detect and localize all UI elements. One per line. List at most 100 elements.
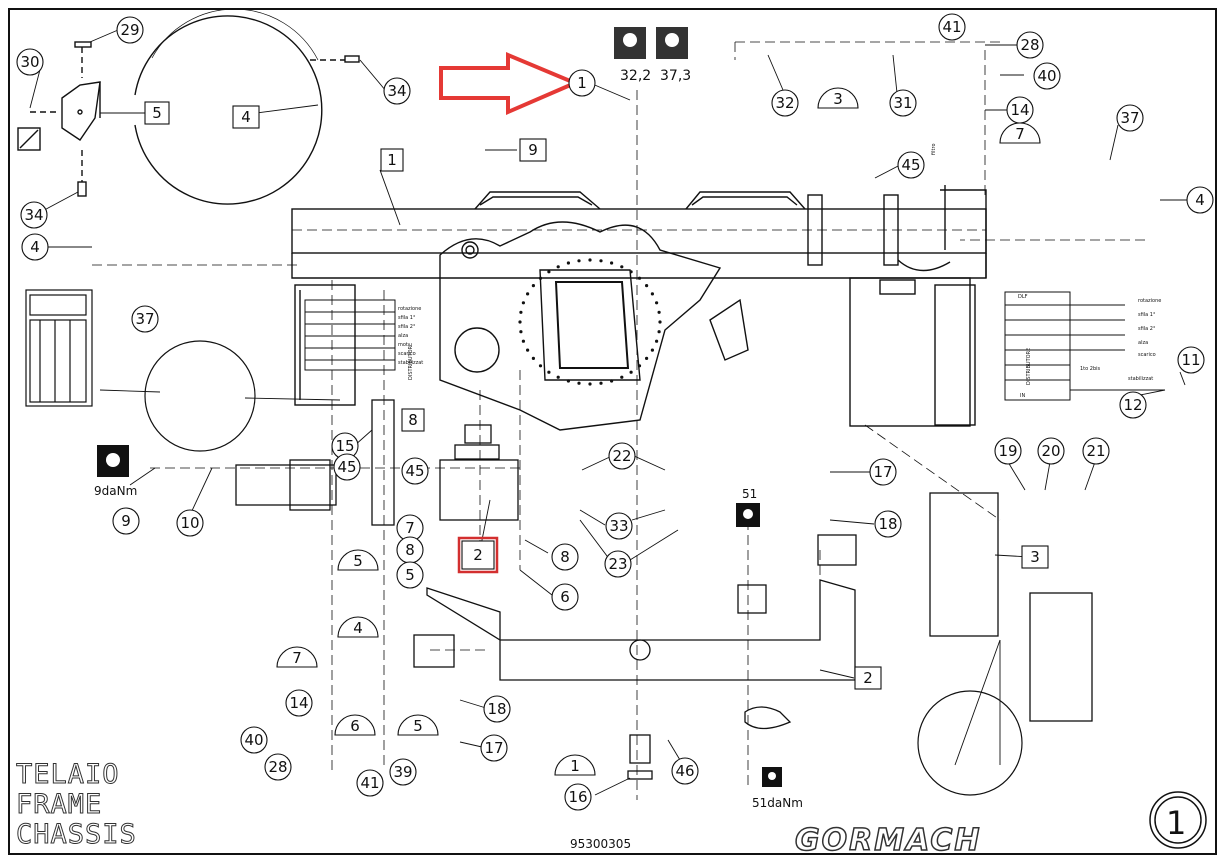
bolt-hole [657,310,661,314]
callout-number: 40 [244,731,263,749]
distributor-left [304,299,396,371]
bolt-hole [637,364,642,368]
boxed-label-frame [1021,545,1049,569]
bolt-hole [588,382,592,386]
callout-bubble [20,201,48,229]
assembly-axes [92,41,1145,800]
valve-label: alza [1138,340,1148,346]
valve-label: sfila 1° [398,315,416,321]
callout-bubble [994,437,1022,465]
detail-magnifiers [144,340,1023,796]
callout-bubble [116,16,144,44]
callout-bubble [1037,437,1065,465]
torque-label: 51 [742,487,757,501]
halfmoon-label-frame [999,122,1041,144]
callout-bubble [1177,346,1205,374]
bolt-hole [629,370,633,374]
control-block-left [25,289,93,407]
bolt-hole [577,381,581,385]
callout-bubble [389,758,417,786]
callout-number: 16 [568,788,587,806]
boxed-label-frame [380,148,404,172]
valve-label: stabilizzat [398,360,423,366]
valve-label: mot [398,342,408,348]
callout-number: 15 [335,437,354,455]
bolt-hole [521,301,526,305]
callout-number: 37 [1120,109,1139,127]
callout-number: 28 [1020,36,1039,54]
callout-number: 5 [405,566,415,584]
callout-bubble [874,510,902,538]
bolt-hole [526,292,530,296]
bolt-hole [650,292,655,296]
boxed-label-frame [232,105,260,129]
boxed-label-frame [144,101,170,125]
bolt-hole [657,330,661,334]
callout-bubble [112,507,140,535]
callout-bubble [1033,62,1061,90]
callout-number: 46 [675,762,694,780]
bolt-hole [577,259,581,263]
drawing-border [8,8,1217,855]
bolt-hole [521,339,526,343]
callout-number: 18 [878,515,897,533]
callout-number: 9 [121,512,131,530]
callout-bubble [21,233,49,261]
callout-number: 20 [1041,442,1060,460]
valve-label: sfila 1° [1138,312,1156,318]
callout-number: 8 [560,548,570,566]
bolt-hole [531,356,536,360]
callout-bubble [333,453,361,481]
callout-number: 7 [405,519,415,537]
bolt-hole [637,276,642,280]
halfmoon-label-frame [817,87,859,109]
callout-number: 4 [30,238,40,256]
boxed-label: 4 [241,108,251,126]
turntable-holes [518,258,662,386]
callout-number: 22 [612,447,631,465]
callout-bubble [176,509,204,537]
callout-bubble [771,89,799,117]
callout-bubble [264,753,292,781]
callout-bubble [608,442,636,470]
halfmoon-label: 5 [353,552,363,570]
boxed-label: 8 [408,411,418,429]
callout-bubble [131,305,159,333]
bolt-hole [610,261,614,265]
callout-number: 45 [405,462,424,480]
callout-bubble [551,543,579,571]
bolt-hole [645,356,649,360]
bolt-hole [538,364,543,368]
bolt-hole [547,370,551,374]
callout-number: 39 [393,763,412,781]
callout-bubble [1016,31,1044,59]
callout-bubble [897,151,925,179]
callout-number: 14 [1010,101,1029,119]
bolt-hole [620,265,624,269]
callout-number: 34 [24,206,43,224]
callout-bubble [383,77,411,105]
lower-assembly [235,399,1093,780]
bolt-hole [599,259,603,263]
callout-bubble [1116,104,1144,132]
boxed-label: 3 [1030,548,1040,566]
bolt-hole [658,320,662,324]
callout-number: 6 [560,588,570,606]
callout-number: 4 [1195,191,1205,209]
callout-number: 17 [484,739,503,757]
callout-number: 12 [1123,396,1142,414]
boxed-label-frame [461,540,495,570]
callout-bubble [938,13,966,41]
boxed-label: 1 [387,151,397,169]
bolt-hole [547,270,551,274]
boxed-label-frame [401,408,425,432]
main-frame [291,185,987,431]
callout-bubble [483,695,511,723]
callout-bubble [480,734,508,762]
halfmoon-label: 4 [353,619,363,637]
